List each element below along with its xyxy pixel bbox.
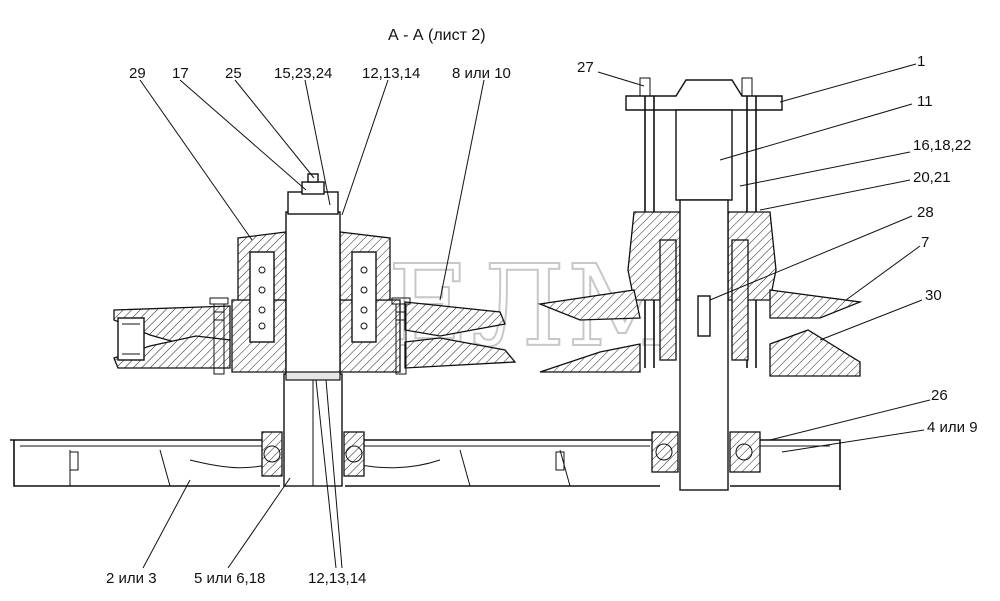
callout-15-23-24: 15,23,24	[274, 65, 332, 82]
left-pulley-assembly	[113, 173, 517, 487]
callout-27: 27	[577, 59, 594, 76]
section-title: А - А (лист 2)	[388, 27, 486, 44]
leader-lines	[139, 63, 931, 569]
callout-28: 28	[917, 204, 934, 221]
callout-12-13-14-bottom: 12,13,14	[308, 570, 366, 587]
callout-17: 17	[172, 65, 189, 82]
callout-2-or-3: 2 или 3	[106, 570, 157, 587]
callout-25: 25	[225, 65, 242, 82]
callout-11: 11	[917, 93, 933, 110]
callout-1: 1	[917, 53, 925, 70]
base-housing	[10, 431, 841, 490]
callout-26: 26	[931, 387, 948, 404]
callout-12-13-14-top: 12,13,14	[362, 65, 420, 82]
callout-8-or-10: 8 или 10	[452, 65, 511, 82]
callout-20-21: 20,21	[913, 169, 951, 186]
callout-4-or-9: 4 или 9	[927, 419, 978, 436]
callout-labels: 29 17 25 15,23,24 12,13,14 8 или 10 27 1…	[106, 53, 978, 587]
callout-7: 7	[921, 234, 929, 251]
callout-30: 30	[925, 287, 942, 304]
callout-16-18-22: 16,18,22	[913, 137, 971, 154]
right-pulley-assembly	[537, 77, 863, 491]
callout-29: 29	[129, 65, 146, 82]
callout-5-or-6-18: 5 или 6,18	[194, 570, 265, 587]
